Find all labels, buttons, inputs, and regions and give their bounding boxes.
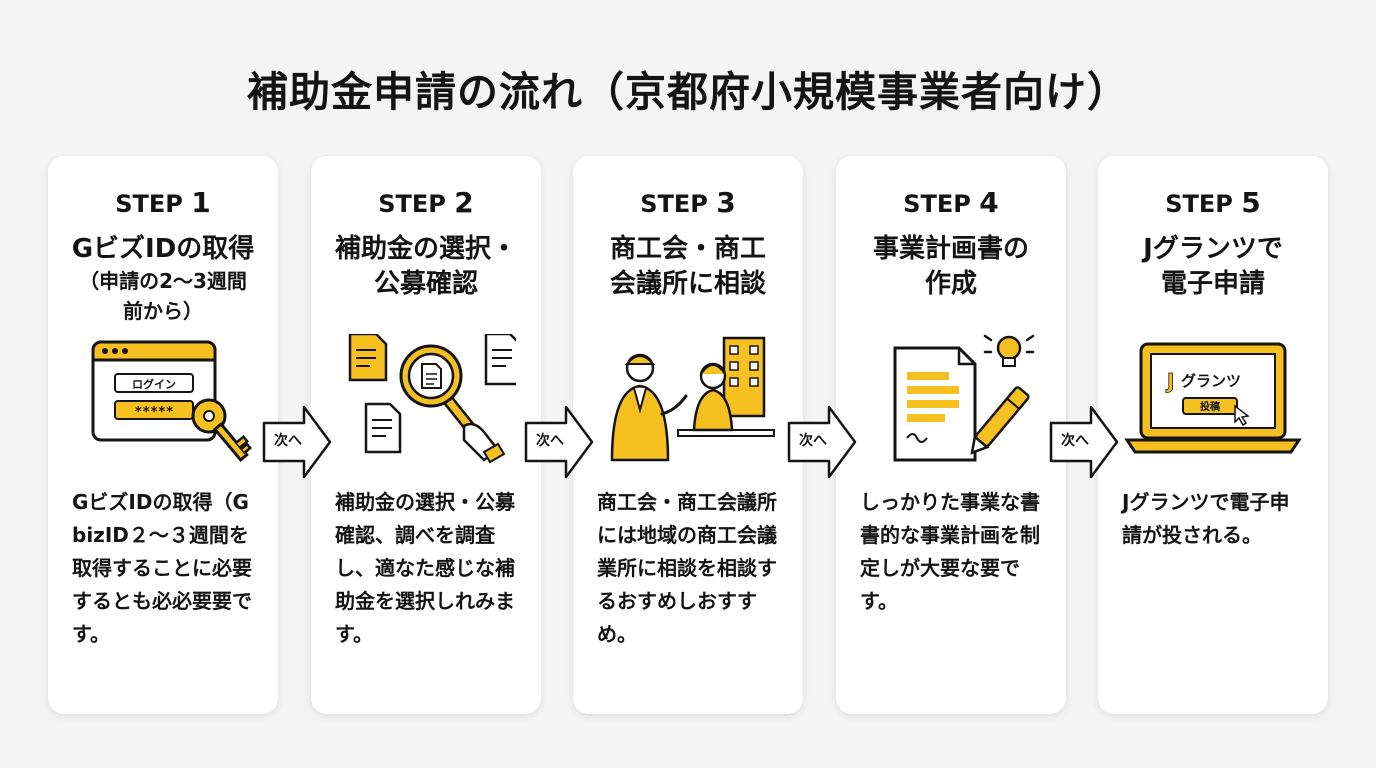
arrow-right-icon (524, 405, 594, 479)
next-label: 次へ (536, 433, 564, 449)
jgrants-logo-text: グランツ (1181, 372, 1241, 390)
step-4-card: STEP 4 事業計画書の 作成 しっかりた事業な書書的な事業計画を制定しが大要… (836, 156, 1066, 714)
submit-text: 投稿 (1200, 400, 1220, 413)
step-1-card: STEP 1 GビズIDの取得 （申請の2〜3週間 前から） ログイン ****… (48, 156, 278, 714)
next-label: 次へ (1061, 433, 1089, 449)
step-1-title: GビズIDの取得 (71, 234, 255, 264)
consultation-people-icon (610, 336, 775, 462)
step-2-label: STEP 2 (378, 186, 474, 219)
step-3-card: STEP 3 商工会・商工 会議所に相談 商工会・商工会議所には地域の商工会議業… (573, 156, 803, 714)
arrow-right-icon (1049, 405, 1119, 479)
login-window-key-icon: ログイン ***** (91, 340, 252, 463)
step-4-label: STEP 4 (903, 186, 999, 219)
login-text: ログイン (132, 377, 176, 391)
page-title: 補助金申請の流れ（京都府小規模事業者向け） (247, 68, 1129, 116)
laptop-jgrants-icon: J グランツ 投稿 (1124, 342, 1302, 454)
step-2-description: 補助金の選択・公募確認、調べを調査し、適なた感じな補助金を選択しれみます。 (335, 490, 515, 646)
next-label: 次へ (274, 433, 302, 449)
next-label: 次へ (799, 433, 827, 449)
step-3-title: 商工会・商工 会議所に相談 (609, 234, 766, 299)
arrow-right-icon (787, 405, 857, 479)
next-arrow-3: 次へ (787, 403, 857, 481)
step-5-title: Jグランツで 電子申請 (1143, 234, 1283, 299)
step-5-label: STEP 5 (1165, 186, 1261, 219)
next-arrow-2: 次へ (524, 403, 594, 481)
step-1-subtitle: （申請の2〜3週間 前から） (79, 269, 247, 323)
step-2-card: STEP 2 補助金の選択・ 公募確認 補助金の選択・公募確認、調べを調査し、適… (311, 156, 541, 714)
step-5-description: Jグランツで電子申請が投される。 (1122, 490, 1290, 547)
step-5-card: STEP 5 Jグランツで 電子申請 J グランツ 投稿 Jグランツで電子申請が… (1098, 156, 1328, 714)
step-1-label: STEP 1 (115, 186, 211, 219)
document-pen-lightbulb-icon (893, 334, 1035, 462)
arrow-right-icon (262, 405, 332, 479)
step-3-label: STEP 3 (640, 186, 736, 219)
next-arrow-1: 次へ (262, 403, 332, 481)
step-1-description: GビズIDの取得（GbizID２〜３週間を取得することに必要するとも必必要要です… (72, 490, 252, 646)
step-2-title: 補助金の選択・ 公募確認 (334, 234, 517, 299)
magnifier-documents-icon (348, 334, 516, 464)
password-text: ***** (134, 405, 173, 420)
step-3-description: 商工会・商工会議所には地域の商工会議業所に相談を相談するおすめしおすすめ。 (597, 490, 777, 646)
step-4-title: 事業計画書の 作成 (872, 234, 1029, 299)
jgrants-logo-j: J (1165, 369, 1174, 393)
step-4-description: しっかりた事業な書書的な事業計画を制定しが大要な要です。 (860, 490, 1040, 613)
next-arrow-4: 次へ (1049, 403, 1119, 481)
